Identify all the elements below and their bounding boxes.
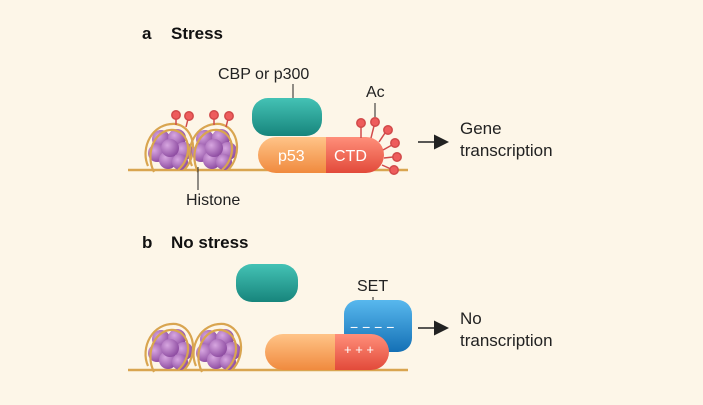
outcome-a-line1: Gene: [460, 119, 502, 138]
panel-a-title: Stress: [171, 24, 223, 43]
panel-a-letter: a: [142, 24, 152, 43]
ctd-charge: + + +: [344, 342, 374, 357]
histone-b-1: [144, 322, 195, 374]
outcome-b-line2: transcription: [460, 331, 553, 350]
panel-a: a Stress Histone CBP or p300 p53: [128, 24, 553, 209]
acetyl-label: Ac: [366, 84, 385, 101]
ctd-label: CTD: [334, 148, 367, 165]
histone-a-1: [144, 122, 195, 174]
set-charge: − − − −: [350, 319, 394, 335]
p53-label: p53: [278, 148, 305, 165]
ctd-acetyl-marks: [356, 117, 402, 175]
p53-body: [258, 137, 348, 173]
panel-b-title: No stress: [171, 233, 248, 252]
coactivator-label: CBP or p300: [218, 66, 309, 83]
outcome-a-line2: transcription: [460, 141, 553, 160]
histone-b-2: [192, 322, 243, 374]
panel-b: b No stress SET − − − − + + + No transcr…: [128, 233, 553, 374]
histone-label: Histone: [186, 192, 240, 209]
coactivator-protein: [252, 98, 322, 136]
histone-a-2: [188, 122, 239, 174]
histone-acetyl-marks: [171, 110, 234, 128]
outcome-b-line1: No: [460, 309, 482, 328]
set-label: SET: [357, 278, 388, 295]
panel-b-letter: b: [142, 233, 152, 252]
free-coactivator-protein: [236, 264, 298, 302]
